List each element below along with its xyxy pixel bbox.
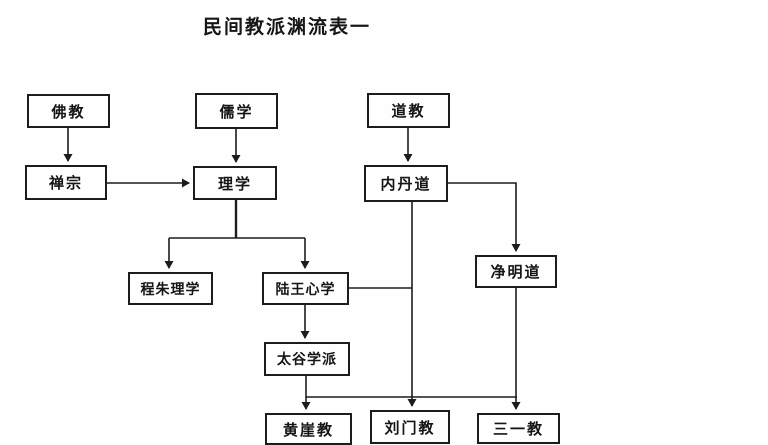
node-jingmingdao-label: 净明道 bbox=[490, 264, 542, 281]
node-neidandao-label: 内丹道 bbox=[380, 176, 432, 193]
node-fojiao-label: 佛教 bbox=[51, 103, 86, 121]
edge-neidandao-jingmingdao bbox=[448, 182, 521, 252]
node-chanzong-label: 禅宗 bbox=[48, 175, 83, 192]
node-daojiao: 道教 bbox=[367, 93, 450, 128]
node-jingmingdao: 净明道 bbox=[475, 255, 557, 288]
node-sanyi-jiao-label: 三一教 bbox=[492, 421, 544, 438]
node-luwang-xinxue-label: 陆王心学 bbox=[275, 280, 336, 297]
node-chanzong: 禅宗 bbox=[25, 165, 107, 200]
node-taigu-xuepai: 太谷学派 bbox=[264, 342, 350, 376]
node-fojiao: 佛教 bbox=[27, 94, 110, 128]
node-huangya-jiao: 黄崖教 bbox=[265, 413, 352, 445]
node-ruxue: 儒学 bbox=[195, 93, 278, 129]
node-chengzhu-lixue: 程朱理学 bbox=[128, 272, 213, 305]
node-taigu-xuepai-label: 太谷学派 bbox=[277, 351, 337, 367]
diagram-title: 民间教派渊流表一 bbox=[203, 17, 372, 38]
node-luwang-xinxue: 陆王心学 bbox=[262, 272, 349, 305]
node-neidandao: 内丹道 bbox=[364, 165, 448, 202]
node-lixue-label: 理学 bbox=[217, 175, 252, 193]
node-huangya-jiao-label: 黄崖教 bbox=[282, 421, 334, 439]
node-daojiao-label: 道教 bbox=[391, 103, 426, 120]
node-liumen-jiao: 刘门教 bbox=[370, 410, 450, 444]
node-ruxue-label: 儒学 bbox=[219, 103, 254, 121]
node-liumen-jiao-label: 刘门教 bbox=[384, 419, 436, 437]
node-sanyi-jiao: 三一教 bbox=[477, 413, 560, 444]
node-chengzhu-lixue-label: 程朱理学 bbox=[140, 280, 201, 297]
node-lixue: 理学 bbox=[193, 166, 277, 200]
